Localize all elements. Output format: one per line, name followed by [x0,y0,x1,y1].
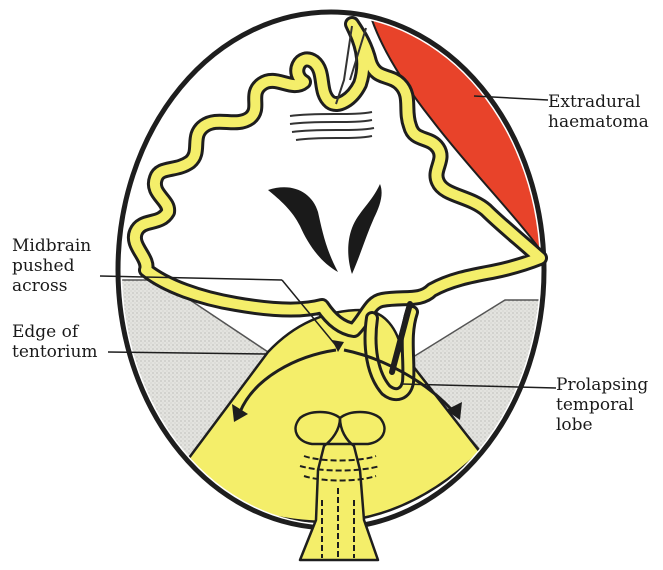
label-line: Edge of [12,322,98,342]
label-line: Extradural [548,92,649,112]
label-line: across [12,276,91,296]
label-midbrain-pushed-across: Midbrain pushed across [12,236,91,296]
label-line: Prolapsing [556,375,648,395]
label-line: tentorium [12,342,98,362]
label-line: haematoma [548,112,649,132]
label-line: lobe [556,415,648,435]
label-line: Midbrain [12,236,91,256]
label-prolapsing-temporal-lobe: Prolapsing temporal lobe [556,375,648,435]
label-edge-of-tentorium: Edge of tentorium [12,322,98,362]
label-extradural-haematoma: Extradural haematoma [548,92,649,132]
label-line: pushed [12,256,91,276]
label-line: temporal [556,395,648,415]
